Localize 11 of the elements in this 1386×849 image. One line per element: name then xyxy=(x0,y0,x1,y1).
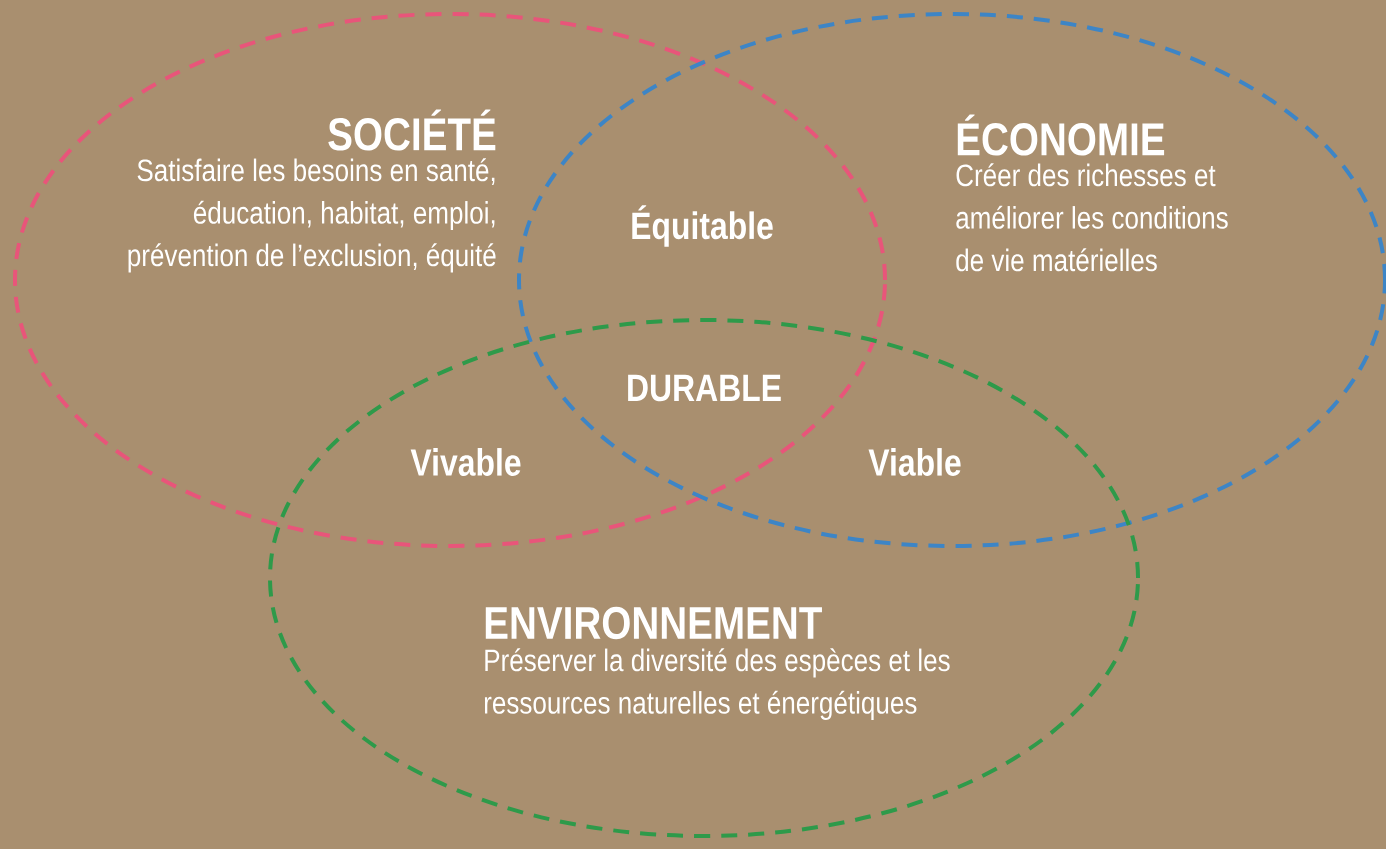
overlap-label: Vivable xyxy=(410,448,521,476)
description: Créer des richesses et améliorer les conditions de vie matérielles xyxy=(956,163,1228,272)
overlap-label: DURABLE xyxy=(628,374,781,402)
description: Préserver la diversité des espèces et les ressources naturelles et énergétiques xyxy=(484,648,950,720)
heading: ENVIRONNEMENT xyxy=(485,606,822,640)
description: Satisfaire les besoins en santé, éducation, habitat, emploi, prévention de l’exclusion, équité xyxy=(128,158,496,273)
heading: SOCIÉTÉ xyxy=(328,109,496,151)
dashed-ellipse xyxy=(268,318,1140,838)
overlap-label: Viable xyxy=(868,448,961,476)
overlap-label: Équitable xyxy=(632,205,773,247)
heading: ÉCONOMIE xyxy=(957,114,1165,156)
